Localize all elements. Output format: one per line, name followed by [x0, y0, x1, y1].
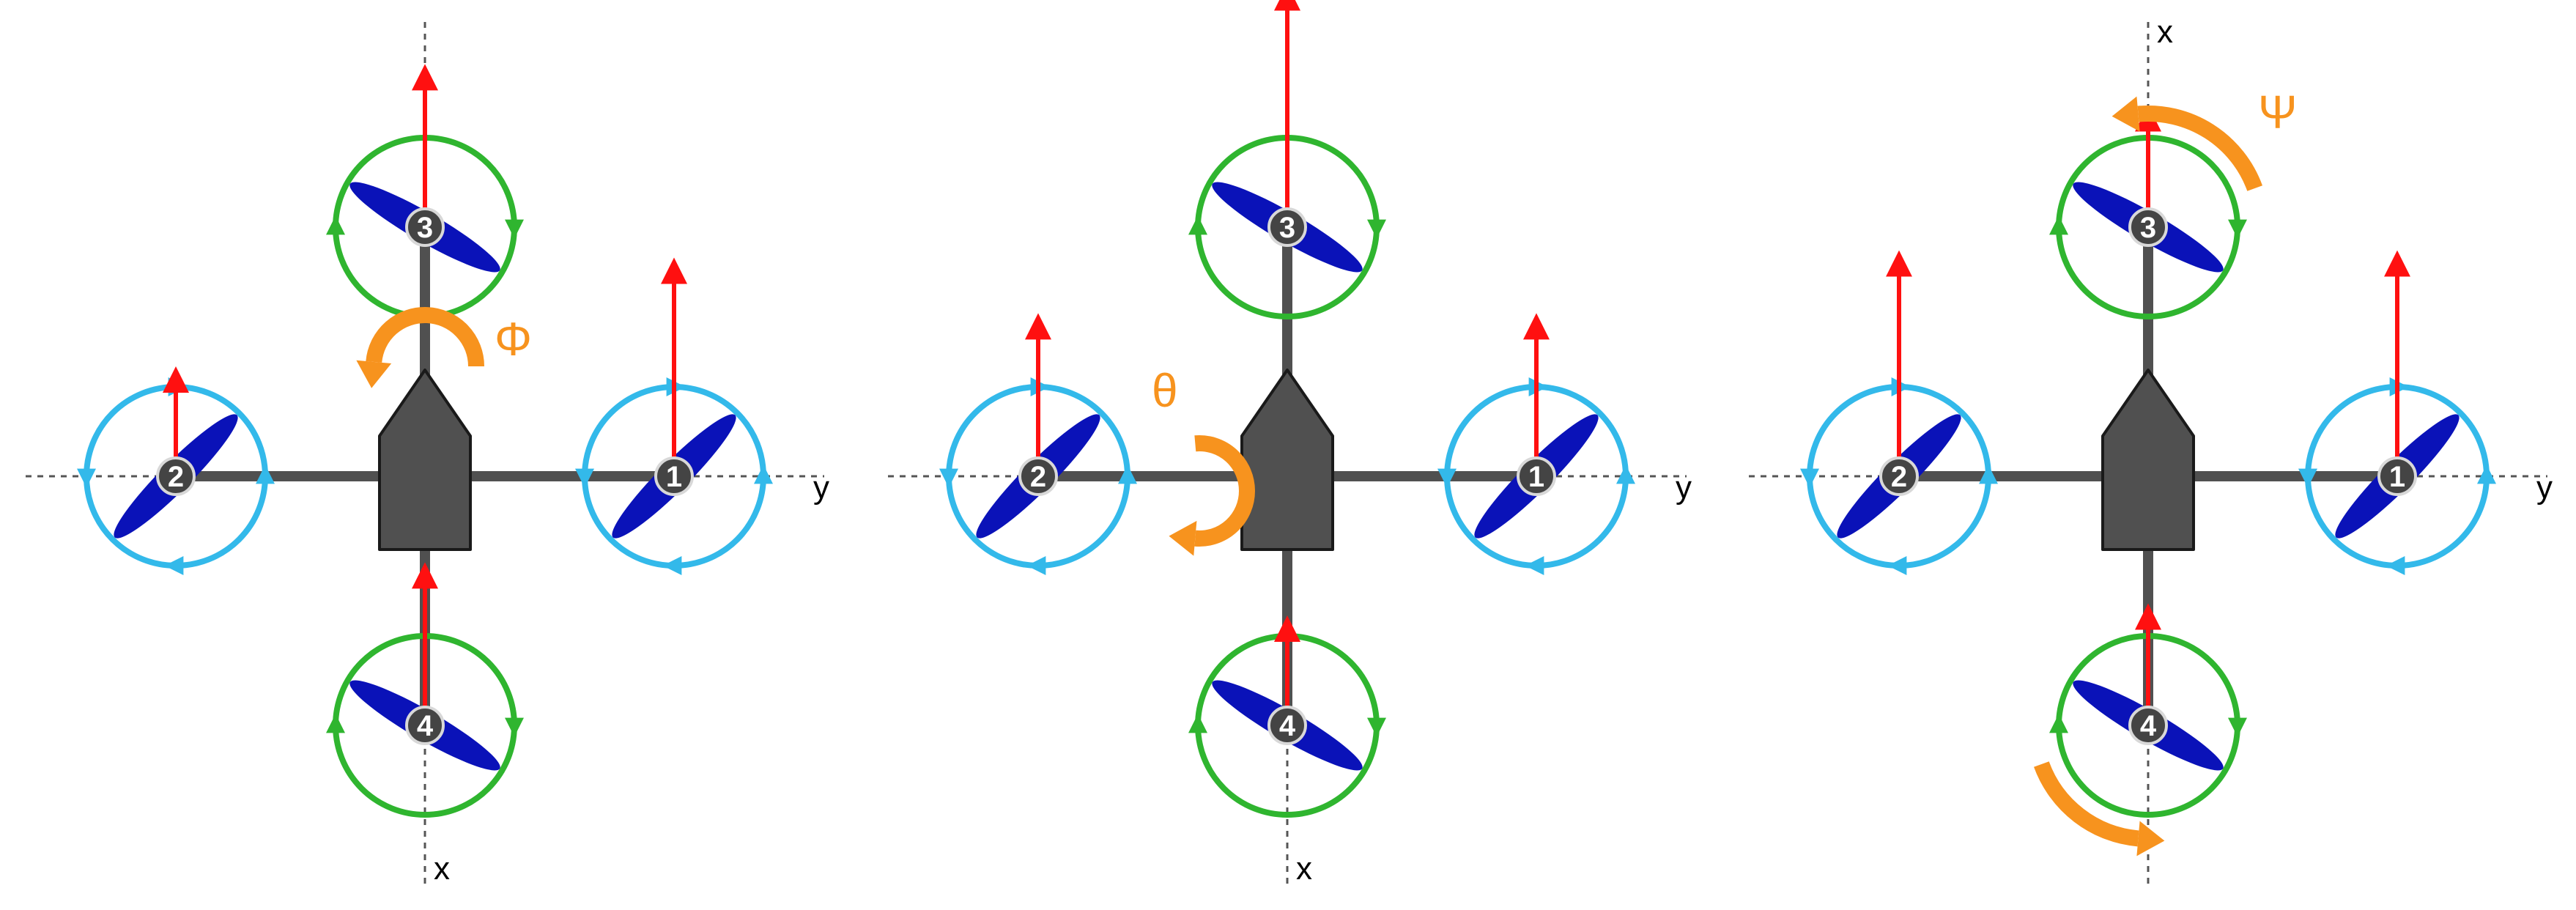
rotor-number: 4: [2140, 710, 2157, 742]
panel-roll: 1 2 3 4 x y Φ: [26, 22, 829, 887]
x-axis-label: x: [2157, 14, 2173, 50]
curved-arrowhead: [2136, 821, 2165, 857]
ring-arrow-icon: [1367, 717, 1386, 737]
rotation-symbol: Ψ: [2258, 86, 2297, 138]
rotor-2: 2: [1800, 250, 1998, 575]
rotor-hub: [1879, 456, 1919, 496]
curved-arrowhead: [356, 360, 392, 388]
pitch-rotation-arrow: [1169, 435, 1255, 556]
ring-arrow-icon: [1616, 465, 1635, 484]
ring-arrow-icon: [2386, 556, 2405, 575]
drone-body: [1240, 369, 1334, 551]
ring-arrow-icon: [939, 468, 958, 488]
ring-arrow-icon: [2477, 465, 2496, 484]
ring-arrow-icon: [2298, 468, 2317, 488]
drone-body: [378, 369, 472, 551]
curved-arrowhead: [1169, 520, 1197, 556]
rotation-symbol: θ: [1152, 364, 1178, 417]
curved-arrowhead: [2111, 96, 2140, 132]
rotor-hub: [1517, 456, 1556, 496]
panel-pitch: 1 2 3 4 x y θ: [888, 0, 1692, 887]
ring-arrow-icon: [2228, 717, 2247, 737]
panel-yaw: 1 2 3 4 x y Ψ: [1749, 14, 2553, 887]
rotor-number: 4: [417, 710, 434, 742]
ring-arrow-icon: [1188, 714, 1207, 733]
rotor-3: 3: [1188, 0, 1386, 319]
ring-arrow-icon: [575, 468, 594, 488]
rotation-symbol: Φ: [495, 313, 532, 366]
rotor-2: 2: [77, 366, 275, 575]
rotor-number: 3: [417, 212, 433, 244]
ring-arrow-icon: [662, 556, 682, 575]
ring-arrow-icon: [77, 468, 96, 488]
rotor-1: 1: [2298, 250, 2496, 575]
ring-arrow-icon: [1979, 465, 1998, 484]
ring-arrow-icon: [256, 465, 275, 484]
rotor-number: 1: [666, 461, 682, 493]
roll-rotation-arrow: [356, 307, 484, 388]
rotor-number: 2: [168, 461, 184, 493]
x-axis-label: x: [434, 851, 450, 887]
y-axis-label: y: [2536, 470, 2553, 506]
ring-arrow-icon: [1800, 468, 1819, 488]
rotor-number: 3: [1279, 212, 1295, 244]
ring-arrow-icon: [326, 215, 345, 235]
rotor-1: 1: [575, 257, 773, 575]
rotor-2: 2: [939, 313, 1137, 575]
rotor-number: 2: [1891, 461, 1907, 493]
rotor-3: 3: [2049, 105, 2247, 319]
curved-arrow-icon: [2034, 761, 2139, 847]
ring-arrow-icon: [505, 717, 524, 737]
rotor-4: 4: [1188, 615, 1386, 818]
rotor-hub: [1018, 456, 1058, 496]
ring-arrow-icon: [1367, 219, 1386, 239]
rotor-hub: [2377, 456, 2417, 496]
ring-arrow-icon: [1188, 215, 1207, 235]
yaw-rotation-arrow-bottom: [2034, 761, 2165, 857]
rotor-hub: [156, 456, 196, 496]
rotor-hub: [1267, 706, 1307, 745]
rotor-1: 1: [1437, 313, 1635, 575]
curved-arrow-icon: [2137, 106, 2262, 191]
x-axis-label: x: [1296, 851, 1312, 887]
ring-arrow-icon: [164, 556, 184, 575]
drone-body: [2101, 369, 2195, 551]
ring-arrow-icon: [1525, 556, 1544, 575]
ring-arrow-icon: [2049, 714, 2068, 733]
ring-arrow-icon: [754, 465, 773, 484]
curved-arrow-icon: [1194, 435, 1255, 547]
rotor-hub: [2128, 207, 2168, 247]
rotor-number: 4: [1279, 710, 1296, 742]
ring-arrow-icon: [1437, 468, 1457, 488]
rotor-4: 4: [2049, 603, 2247, 818]
ring-arrow-icon: [1026, 556, 1046, 575]
rotor-number: 2: [1030, 461, 1046, 493]
rotor-hub: [2128, 706, 2168, 745]
ring-arrow-icon: [2049, 215, 2068, 235]
ring-arrow-icon: [505, 219, 524, 239]
ring-arrow-icon: [1118, 465, 1137, 484]
rotor-hub: [405, 207, 445, 247]
ring-arrow-icon: [326, 714, 345, 733]
rotor-number: 1: [2389, 461, 2405, 493]
curved-arrow-icon: [366, 307, 484, 367]
rotor-4: 4: [326, 562, 524, 818]
rotor-number: 3: [2140, 212, 2156, 244]
y-axis-label: y: [813, 470, 829, 506]
ring-arrow-icon: [1887, 556, 1907, 575]
rotor-hub: [1267, 207, 1307, 247]
y-axis-label: y: [1676, 470, 1692, 506]
rotor-hub: [405, 706, 445, 745]
rotor-number: 1: [1528, 461, 1544, 493]
ring-arrow-icon: [2228, 219, 2247, 239]
rotor-hub: [654, 456, 694, 496]
yaw-rotation-arrow-top: [2111, 96, 2262, 191]
